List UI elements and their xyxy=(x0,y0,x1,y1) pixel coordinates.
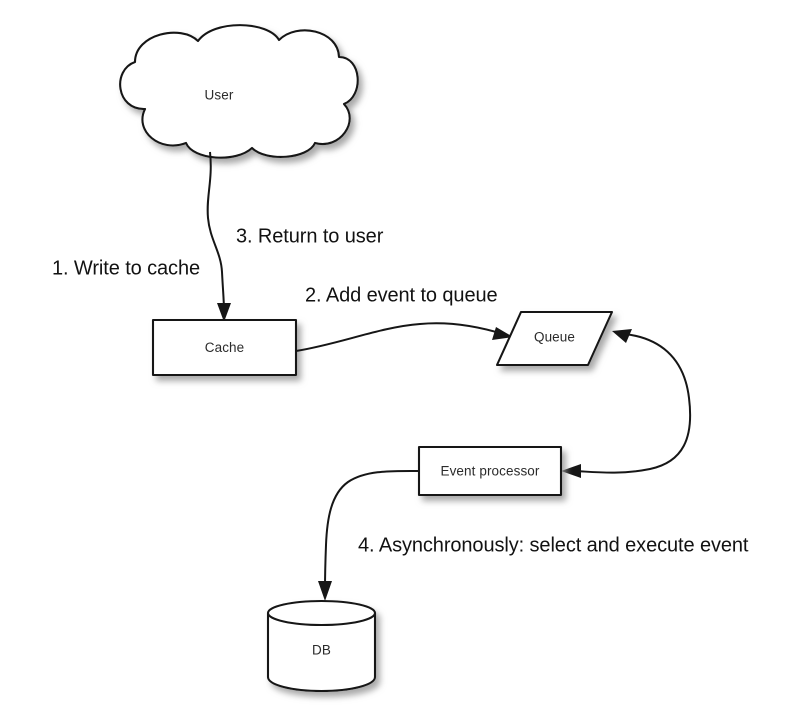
edge-eventprocessor-to-db xyxy=(318,469,420,601)
cloud-shape xyxy=(119,24,359,159)
node-user-label: User xyxy=(205,88,234,103)
edge-eventprocessor-to-db-arrowhead xyxy=(318,581,332,601)
edge-queue-eventprocessor-loop xyxy=(561,329,692,478)
node-db-label: DB xyxy=(312,643,331,658)
step-label-1: 1. Write to cache xyxy=(52,257,200,279)
db-body xyxy=(266,611,377,693)
edge-eventprocessor-to-db-line xyxy=(324,469,420,591)
event-processor-shape xyxy=(417,445,563,497)
step-label-2: 2. Add event to queue xyxy=(305,284,498,306)
queue-shape xyxy=(495,310,614,367)
edge-loop-arrowhead-eventprocessor xyxy=(561,464,581,478)
edge-cache-to-queue-line xyxy=(295,322,504,352)
step-label-3: 3. Return to user xyxy=(236,225,384,247)
edge-user-to-cache xyxy=(206,151,231,322)
node-db[interactable]: DB xyxy=(266,599,377,693)
node-queue[interactable]: Queue xyxy=(495,310,614,367)
edge-cache-to-queue xyxy=(295,322,513,352)
node-user[interactable]: User xyxy=(119,24,359,159)
node-queue-label: Queue xyxy=(534,330,575,345)
step-label-4: 4. Asynchronously: select and execute ev… xyxy=(358,534,749,556)
node-event-processor-label: Event processor xyxy=(440,464,539,479)
cache-shape xyxy=(151,318,298,377)
edge-loop-arrowhead-queue xyxy=(612,329,632,343)
edge-user-to-cache-arrowhead xyxy=(217,303,231,322)
edge-loop-line xyxy=(574,333,692,474)
edge-cache-to-queue-arrowhead xyxy=(492,327,513,340)
db-top-ellipse xyxy=(266,599,377,627)
edge-user-to-cache-line xyxy=(206,151,225,313)
node-cache-label: Cache xyxy=(205,340,245,355)
node-event-processor[interactable]: Event processor xyxy=(417,445,563,497)
node-cache[interactable]: Cache xyxy=(151,318,298,377)
